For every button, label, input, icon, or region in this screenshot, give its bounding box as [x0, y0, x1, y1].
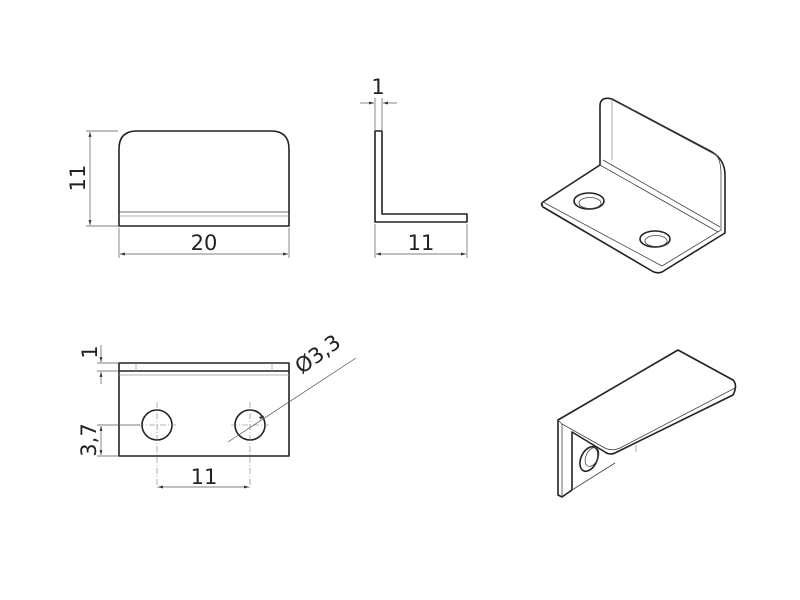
isometric-view-top — [540, 97, 726, 274]
top-thickness-dim: 1 — [78, 345, 102, 358]
side-view: 1 11 — [360, 75, 468, 258]
front-width-dim: 20 — [191, 231, 218, 255]
side-thickness-dim: 1 — [371, 75, 384, 99]
front-view: 11 20 — [66, 130, 290, 258]
hole-diameter-dim: Ø3,3 — [291, 330, 346, 379]
front-height-dim: 11 — [66, 165, 90, 192]
hole-spacing-dim: 11 — [191, 465, 218, 489]
hole-offset-dim: 3,7 — [77, 423, 101, 456]
side-leg-dim: 11 — [408, 231, 435, 255]
top-view: 1 3,7 11 Ø3,3 — [77, 330, 357, 490]
isometric-view-bottom — [557, 349, 737, 498]
